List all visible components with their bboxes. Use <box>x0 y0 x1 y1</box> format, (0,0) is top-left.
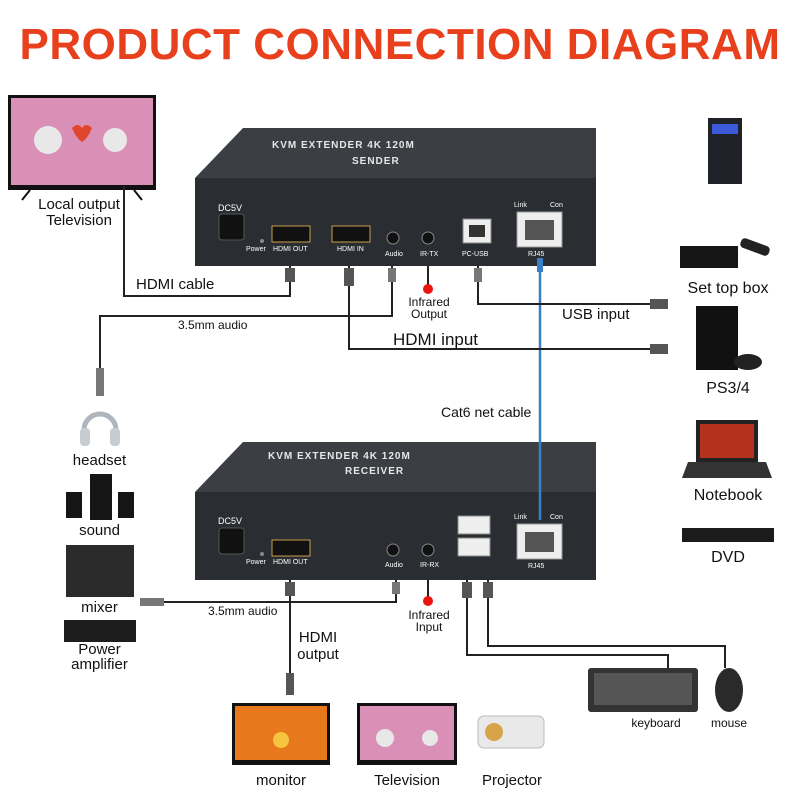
source-set-top-box: Set top box <box>687 280 769 297</box>
source-notebook: Notebook <box>693 487 763 504</box>
local-output-label: Local output Television <box>10 197 148 229</box>
receiver-audio-label: Audio <box>385 562 403 569</box>
ps-console-icon <box>696 306 762 370</box>
usb-input-label: USB input <box>562 306 630 323</box>
display-projector: Projector <box>481 772 543 789</box>
keyboard-icon <box>588 668 698 712</box>
sender-dc-label: DC5V <box>218 203 243 213</box>
audio-headset: headset <box>72 452 127 469</box>
hdmi-output-line1: HDMI <box>298 629 338 646</box>
speaker-icon <box>66 474 134 520</box>
receiver-ir-label: IR-RX <box>420 562 440 569</box>
peripheral-keyboard: keyboard <box>631 716 681 730</box>
infrared-input-label: Infrared Input <box>404 609 454 633</box>
hdmi-input-line <box>348 266 665 350</box>
audio-amplifier-line1: Power <box>78 641 121 658</box>
receiver-role: RECEIVER <box>345 466 405 477</box>
peripheral-mouse: mouse <box>710 716 748 730</box>
receiver-model: KVM EXTENDER 4K 120M <box>268 451 411 462</box>
sender-role: SENDER <box>352 156 400 167</box>
sender-hdmi-out-label: HDMI OUT <box>273 246 308 253</box>
hdmi-input-label: HDMI input <box>393 330 479 349</box>
infrared-input-dot <box>423 596 433 606</box>
sender-hdmi-in-label: HDMI IN <box>337 246 364 253</box>
infrared-output-dot <box>423 284 433 294</box>
usb-input-line <box>477 266 665 305</box>
sender-power-label: Power <box>246 246 266 253</box>
receiver-rj45-label: RJ45 <box>528 563 545 570</box>
projector-icon <box>477 715 545 749</box>
sender-ir-label: IR-TX <box>420 251 439 258</box>
television-icon <box>357 703 457 765</box>
display-monitor: monitor <box>255 772 307 789</box>
audio-amplifier-line2: amplifier <box>71 656 128 673</box>
receiver-device-icon <box>195 442 596 580</box>
sender-model: KVM EXTENDER 4K 120M <box>272 140 415 151</box>
audio-35-bottom-label: 3.5mm audio <box>208 604 278 618</box>
local-output-line1: Local output <box>38 196 120 213</box>
page-title: PRODUCT CONNECTION DIAGRAM <box>19 20 781 69</box>
sender-device-icon <box>195 128 596 266</box>
audio-cable-bottom <box>140 580 397 603</box>
audio-sound: sound <box>79 522 120 539</box>
cat6-label: Cat6 net cable <box>441 404 532 420</box>
receiver-con-label: Con <box>550 514 563 521</box>
sender-rj45-label: RJ45 <box>528 251 545 258</box>
display-television: Television <box>374 772 440 789</box>
audio-35-top-label: 3.5mm audio <box>178 318 248 332</box>
infrared-output-label: Infrared Output <box>404 296 454 320</box>
pc-tower-icon <box>708 118 742 184</box>
hdmi-output-line2: output <box>297 646 339 663</box>
infrared-output-line1: Infrared <box>408 295 450 309</box>
sender-audio-label: Audio <box>385 251 403 258</box>
receiver-dc-label: DC5V <box>218 516 243 526</box>
audio-amplifier: Power amplifier <box>55 642 144 672</box>
infrared-input-line2: Input <box>415 620 443 634</box>
local-output-line2: Television <box>46 212 112 229</box>
hdmi-output-label: HDMI output <box>290 629 346 663</box>
receiver-hdmi-out-label: HDMI OUT <box>273 559 308 566</box>
mixer-icon <box>66 545 134 597</box>
monitor-icon <box>232 703 330 765</box>
infrared-input-line1: Infrared <box>408 608 450 622</box>
mouse-icon <box>715 668 743 712</box>
sender-link-label: Link <box>514 202 527 209</box>
audio-cable-top <box>99 266 393 380</box>
headset-icon <box>80 411 120 446</box>
receiver-power-label: Power <box>246 559 266 566</box>
set-top-box-icon <box>680 238 770 268</box>
sender-con-label: Con <box>550 202 563 209</box>
source-dvd: DVD <box>711 549 745 566</box>
audio-mixer: mixer <box>81 599 118 616</box>
hdmi-cable-label: HDMI cable <box>136 276 215 293</box>
receiver-link-label: Link <box>514 514 527 521</box>
source-ps: PS3/4 <box>706 380 750 397</box>
dvd-icon <box>682 528 774 542</box>
infrared-output-line2: Output <box>410 307 448 321</box>
sender-usb-label: PC-USB <box>462 251 489 258</box>
amplifier-icon <box>64 620 136 642</box>
notebook-icon <box>682 420 772 478</box>
local-tv-icon <box>8 95 156 201</box>
